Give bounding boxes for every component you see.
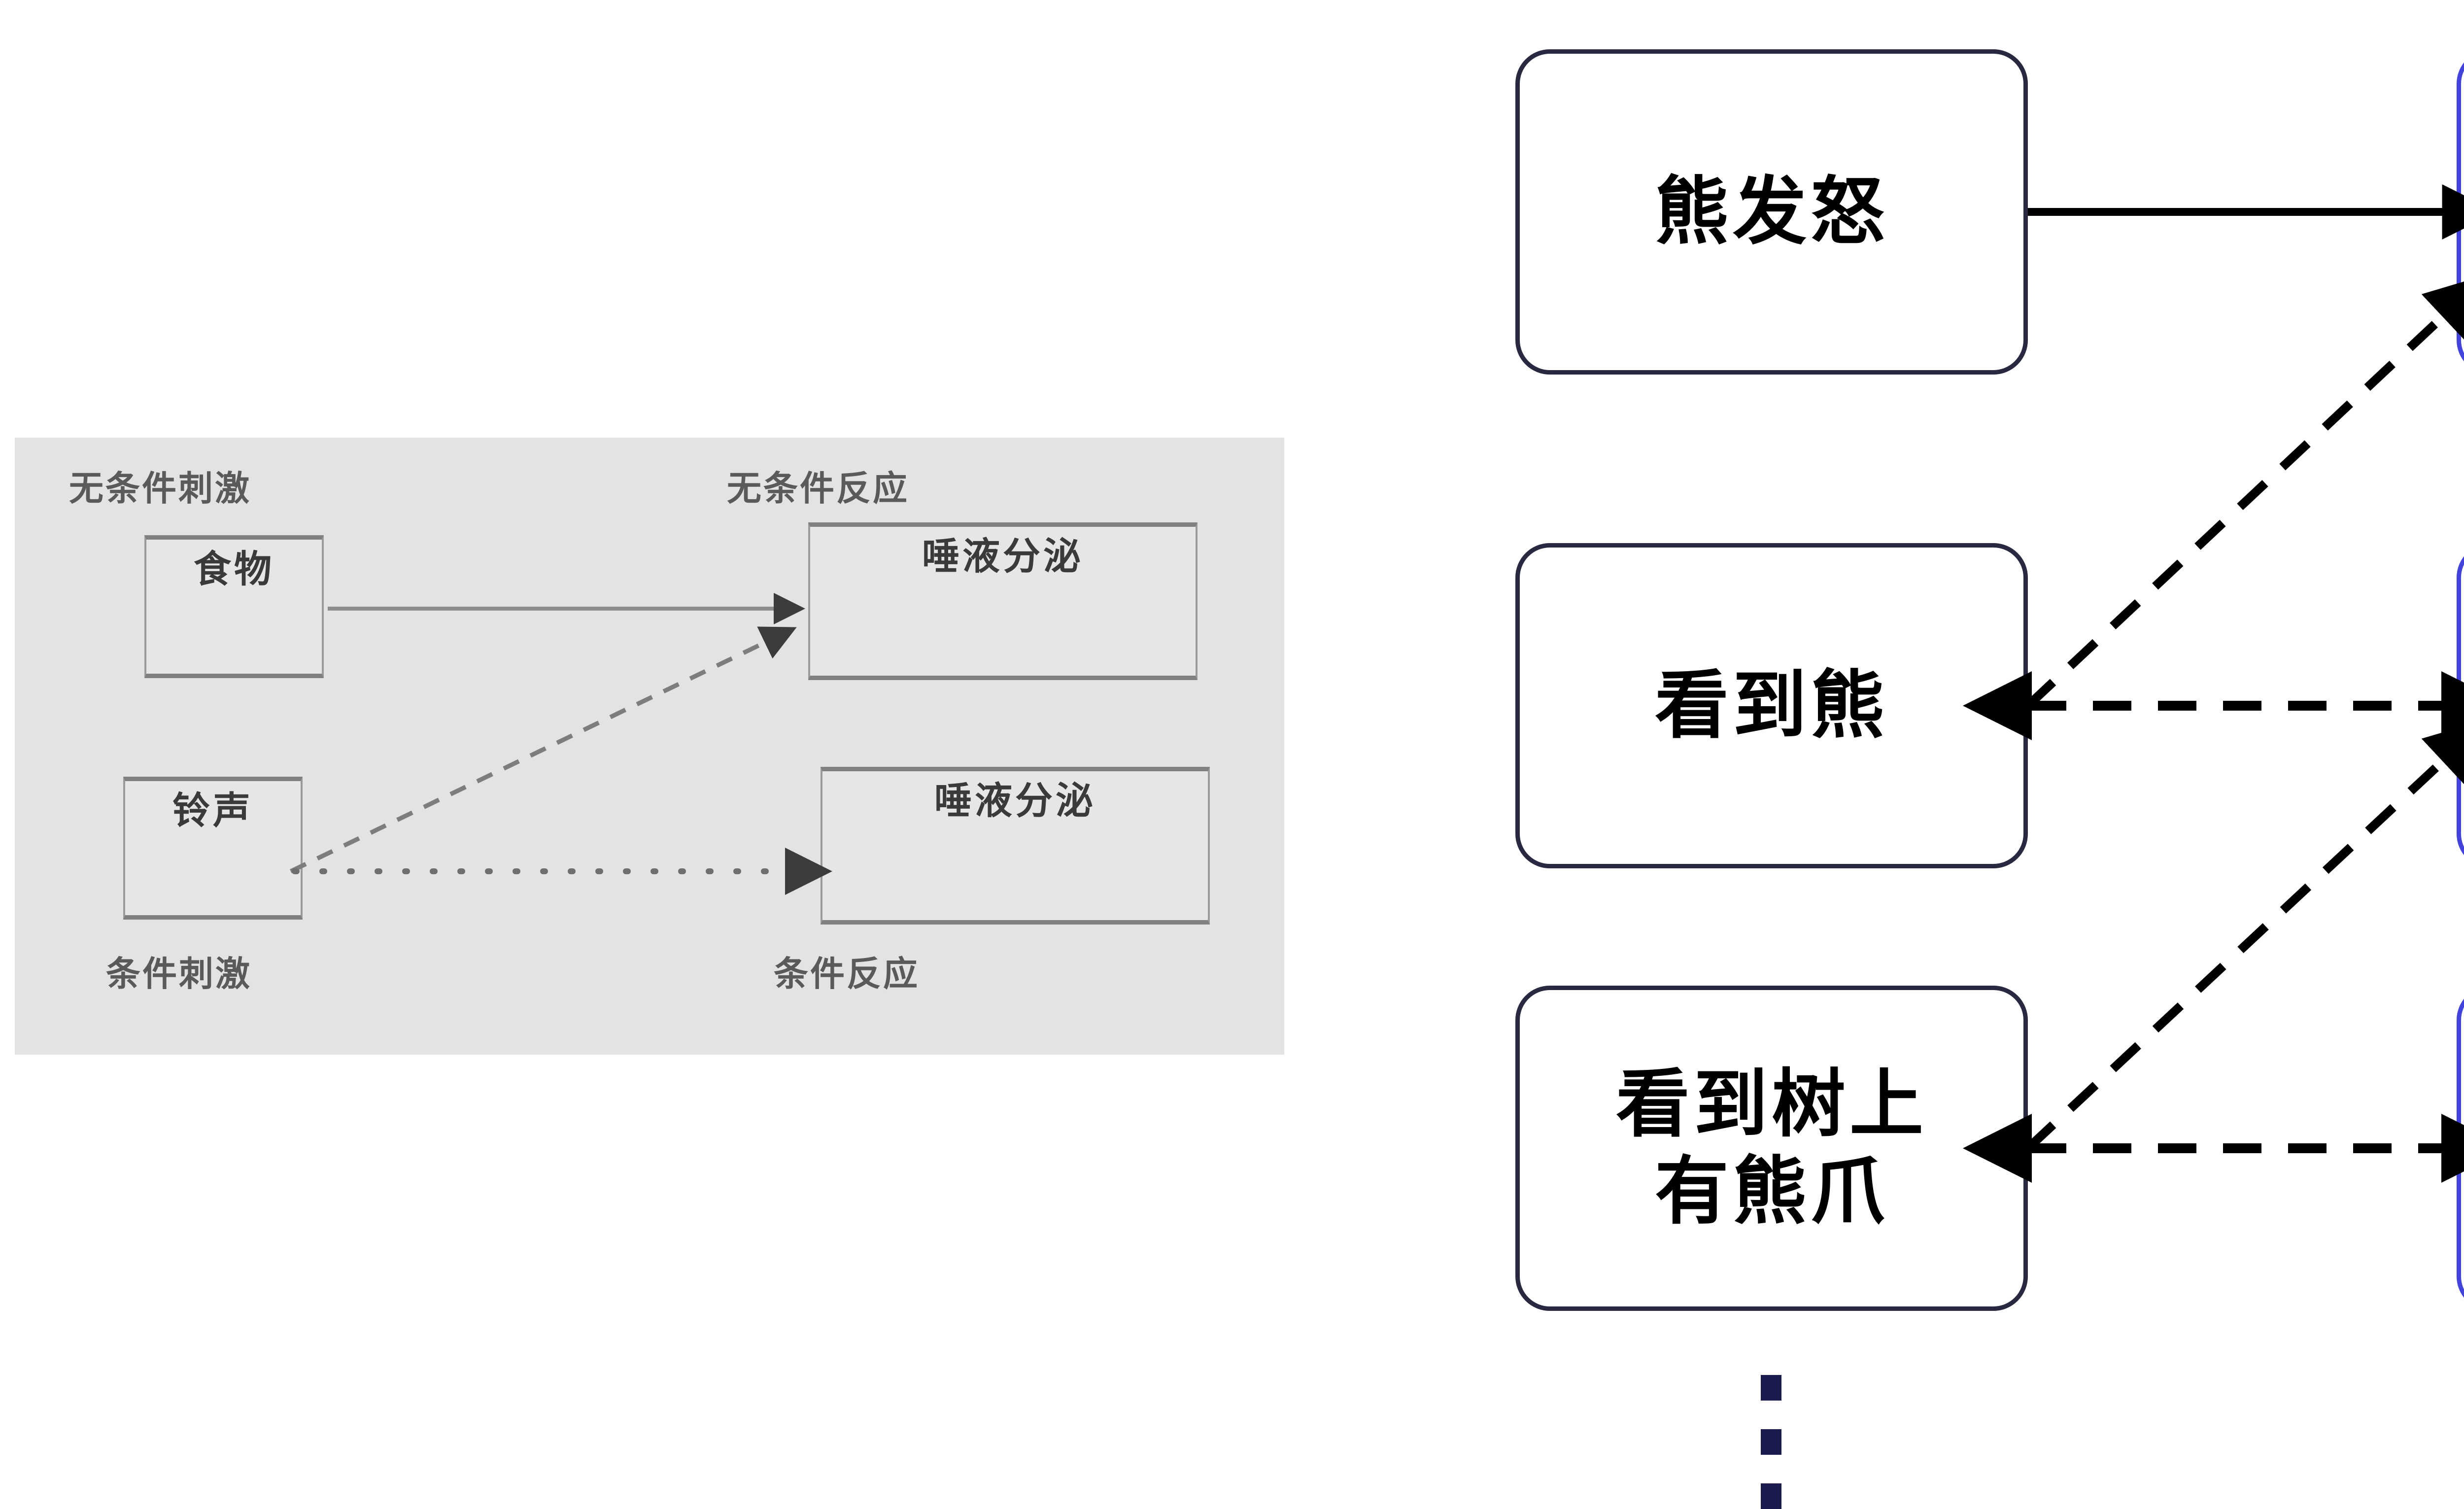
pavlov-box-salivation-bottom: 唾液分泌 [821, 767, 1210, 925]
ellipsis-dot [1761, 1429, 1781, 1455]
rl-node-value-s-prime[interactable]: V(s′) [2457, 543, 2464, 868]
rl-node-see-bear[interactable]: 看到熊 [1515, 543, 2028, 868]
rl-node-value-s[interactable]: V(s) [2457, 986, 2464, 1311]
rl-node-bear-angry-label: 熊发怒 [1654, 169, 1888, 255]
pavlov-box-food-label: 食物 [194, 547, 274, 591]
rl-arrow-see-claw-to-value-s-prime [2024, 719, 2464, 1152]
pavlov-conditioning-panel: 无条件刺激 无条件反应 条件刺激 条件反应 食物 铃声 唾液分泌 唾液分泌 [15, 438, 1284, 1055]
label-unconditioned-stimulus: 无条件刺激 [69, 468, 251, 509]
label-unconditioned-response: 无条件反应 [727, 468, 909, 509]
ellipsis-dot [1761, 1483, 1781, 1509]
pavlov-box-bell: 铃声 [123, 777, 303, 920]
pavlov-box-salivation-bottom-label: 唾液分泌 [934, 779, 1096, 823]
pavlov-box-bell-label: 铃声 [172, 789, 253, 832]
pavlov-box-food: 食物 [144, 535, 324, 678]
rl-node-reward[interactable]: 奖励 [2457, 49, 2464, 375]
rl-node-see-bear-claw-label: 看到树上 有熊爪 [1615, 1062, 1927, 1235]
rl-node-bear-angry[interactable]: 熊发怒 [1515, 49, 2028, 375]
ellipsis-left-column [1761, 1375, 1781, 1509]
label-conditioned-stimulus: 条件刺激 [106, 954, 252, 994]
label-conditioned-response: 条件反应 [774, 954, 920, 994]
rl-value-diagram: 熊发怒 看到熊 看到树上 有熊爪 奖励 V(s′) V(s) [1429, 0, 2464, 1509]
ellipsis-dot [1761, 1375, 1781, 1401]
rl-arrow-see-bear-to-reward [2024, 274, 2464, 709]
pavlov-box-salivation-top: 唾液分泌 [808, 522, 1198, 680]
rl-node-see-bear-claw[interactable]: 看到树上 有熊爪 [1515, 986, 2028, 1311]
pavlov-box-salivation-top-label: 唾液分泌 [922, 534, 1084, 578]
rl-node-see-bear-label: 看到熊 [1654, 662, 1888, 749]
pavlov-arrow-bell-to-salivation-diagonal [290, 626, 797, 874]
